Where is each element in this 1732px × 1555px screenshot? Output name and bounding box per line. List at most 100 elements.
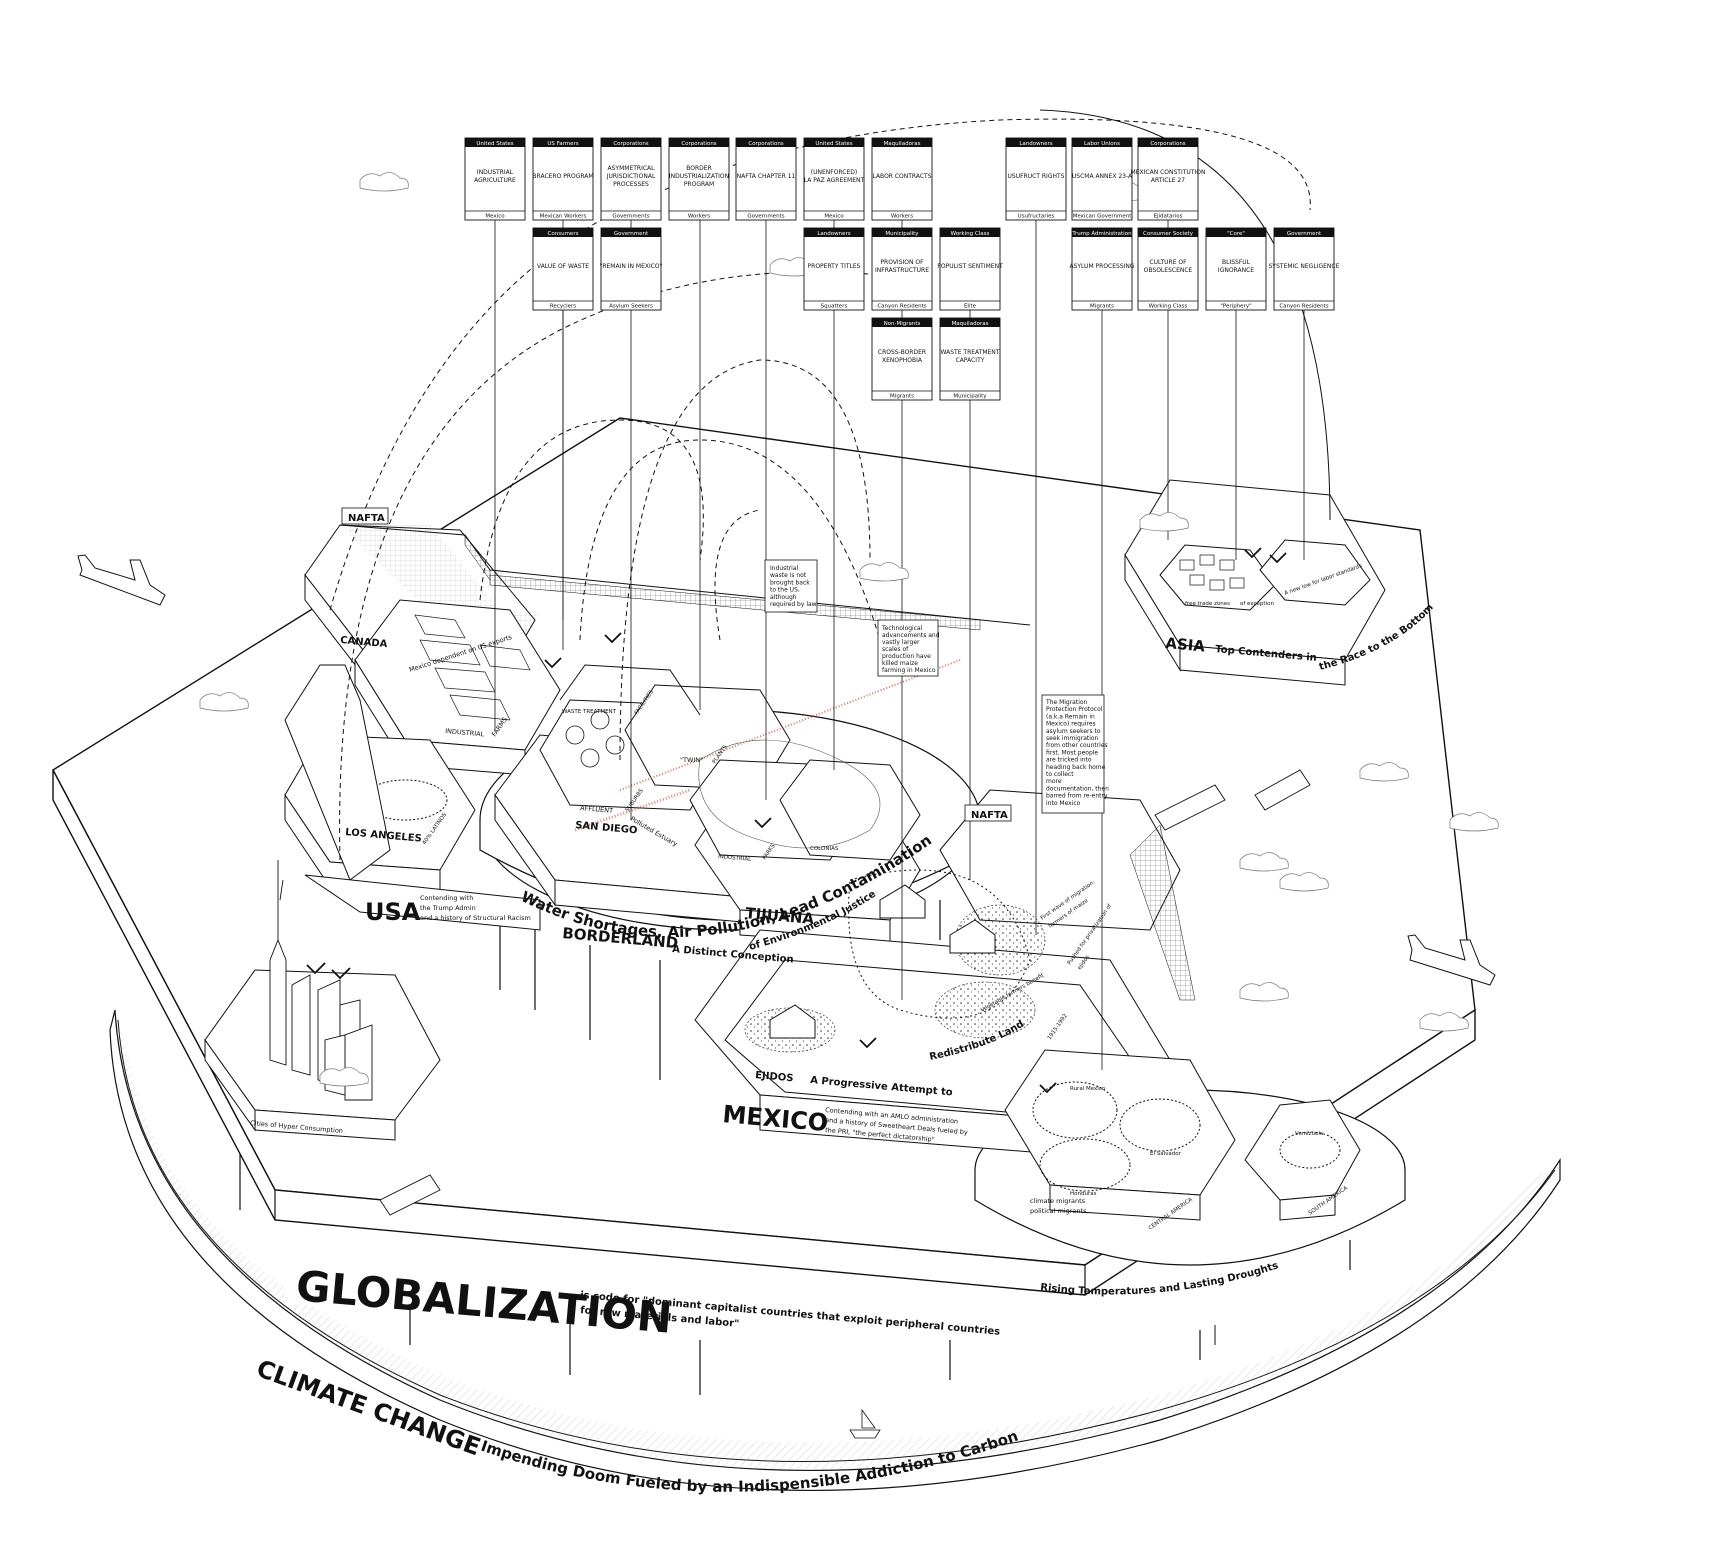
card-foot: Elite xyxy=(964,304,977,310)
central-america-hex xyxy=(1004,1049,1236,1221)
nafta-right-label: NAFTA xyxy=(971,810,1008,821)
card-head: Working Class xyxy=(951,231,990,237)
card-body-line: WASTE TREATMENT xyxy=(941,349,1000,356)
card-head: Maquiladoras xyxy=(884,141,921,147)
waste-treatment-label: WASTE TREATMENT xyxy=(562,709,617,715)
card-body-line: NAFTA CHAPTER 11 xyxy=(737,173,796,180)
card-body-line: PROGRAM xyxy=(684,181,714,188)
airplane-icon xyxy=(77,554,166,606)
card-frame xyxy=(735,137,797,221)
card-header-bar xyxy=(940,228,1000,237)
cities-hex xyxy=(204,860,441,1141)
south-america-hex xyxy=(1244,1099,1361,1221)
card-foot: Squatters xyxy=(821,304,848,310)
card-header-bar xyxy=(1138,138,1198,147)
card-header-bar xyxy=(940,318,1000,327)
card-frame xyxy=(1005,137,1067,221)
card-body-line: PROVISION OF xyxy=(880,259,924,266)
card-frame xyxy=(1137,137,1199,221)
card-header-bar xyxy=(1274,228,1334,237)
card-foot: Mexico xyxy=(824,214,844,220)
colonias-label: COLONIAS xyxy=(810,846,839,852)
card-frame xyxy=(600,137,662,221)
card-header-bar xyxy=(601,138,661,147)
usa-label: USA xyxy=(365,898,421,926)
industrial-parks-label-a: INDUSTRIAL xyxy=(718,854,752,863)
card-head: Corporations xyxy=(748,141,783,147)
card-frame xyxy=(600,227,662,311)
card-foot: Canyon Residents xyxy=(877,304,926,310)
asia-label: ASIA xyxy=(1165,634,1206,655)
card-frame xyxy=(668,137,730,221)
card-frame xyxy=(532,137,594,221)
card-head: Non-Migrants xyxy=(884,321,921,327)
airplane-icon xyxy=(1407,934,1496,986)
card-body-line: XENOPHOBIA xyxy=(882,357,923,364)
card-frame xyxy=(871,227,933,311)
card-head: Government xyxy=(1287,231,1322,237)
card-header-bar xyxy=(1072,228,1132,237)
political-migrants-label: political migrants xyxy=(1030,1207,1087,1215)
card-body-line: ASYMMETRICAL xyxy=(608,165,656,172)
card-frame xyxy=(939,317,1001,401)
card-foot: "Periphery" xyxy=(1220,304,1251,310)
relation-card: Government"REMAIN IN MEXICO"Asylum Seeke… xyxy=(600,227,663,311)
card-body-line: (UNENFORCED) xyxy=(811,169,858,176)
card-head: Corporations xyxy=(613,141,648,147)
card-body-line: VALUE OF WASTE xyxy=(537,263,589,270)
card-foot: Recyclers xyxy=(550,304,576,310)
card-foot: Canyon Residents xyxy=(1279,304,1328,310)
card-foot: Usufructaries xyxy=(1018,214,1055,220)
card-foot: Mexican Workers xyxy=(540,214,587,220)
card-head: Trump Administration xyxy=(1071,231,1132,237)
card-body-line: CULTURE OF xyxy=(1149,259,1187,266)
relation-card: CorporationsASYMMETRICALJURISDICTIONALPR… xyxy=(600,137,662,221)
card-header-bar xyxy=(465,138,525,147)
card-header-bar xyxy=(872,318,932,327)
card-body-line: INDUSTRIALIZATION xyxy=(669,173,729,180)
card-header-bar xyxy=(533,228,593,237)
card-body-line: BRACERO PROGRAM xyxy=(532,173,593,180)
venezuela-label: Venezuela xyxy=(1295,1131,1323,1137)
climate-migrants-label: climate migrants xyxy=(1030,1197,1086,1205)
card-body-line: AGRICULTURE xyxy=(474,177,516,184)
usa-hex xyxy=(284,664,541,931)
card-header-bar xyxy=(1072,138,1132,147)
card-header-bar xyxy=(1006,138,1066,147)
card-body-line: USCMA ANNEX 23-A xyxy=(1072,173,1133,180)
usa-sub-1: Contending with xyxy=(420,894,473,902)
card-head: United States xyxy=(476,141,513,147)
sailboat-icon xyxy=(849,1408,881,1439)
ship-icon xyxy=(379,769,1311,1216)
card-frame xyxy=(939,227,1001,311)
card-head: US Farmers xyxy=(547,141,578,147)
card-header-bar xyxy=(1206,228,1266,237)
card-body-line: "REMAIN IN MEXICO" xyxy=(600,263,663,270)
card-frame xyxy=(803,137,865,221)
card-foot: Working Class xyxy=(1149,304,1188,310)
card-foot: Ejidatarios xyxy=(1154,214,1183,220)
card-header-bar xyxy=(736,138,796,147)
check-icon xyxy=(306,547,1287,1094)
card-body-line: ASYLUM PROCESSING xyxy=(1069,263,1134,270)
card-foot: Workers xyxy=(891,214,913,220)
card-body-line: PROPERTY TITLES xyxy=(808,263,861,270)
ejidos-label: EJIDOS xyxy=(755,1070,794,1084)
affluent-label: AFFLUENT xyxy=(580,804,614,815)
card-frame xyxy=(1205,227,1267,311)
card-head: Corporations xyxy=(681,141,716,147)
card-head: "Core" xyxy=(1227,231,1245,237)
